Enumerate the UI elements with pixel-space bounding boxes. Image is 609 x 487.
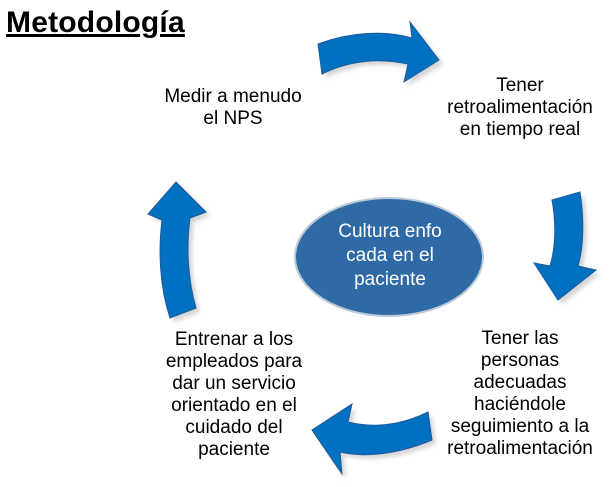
center-line: Cultura enfo	[338, 221, 442, 242]
right-arrow-icon	[532, 191, 600, 304]
center-circle	[294, 197, 484, 317]
step-line: haciéndole	[474, 394, 566, 415]
step-line: dar un servicio	[172, 373, 296, 394]
center-label: Cultura enfo cada en el paciente	[296, 220, 484, 292]
step-realtime-feedback: Tener retroalimentación en tiempo real	[432, 75, 608, 141]
step-line: Tener las	[481, 328, 559, 349]
center-line: paciente	[354, 269, 426, 290]
step-line: en tiempo real	[459, 119, 581, 140]
step-line: orientado en el	[171, 395, 297, 416]
center-line: cada en el	[346, 245, 434, 266]
step-line: retroalimentación	[447, 438, 593, 459]
step-line: seguimiento a la	[450, 416, 590, 437]
step-train-employees: Entrenar a los empleados para dar un ser…	[136, 329, 332, 461]
step-line: Entrenar a los	[174, 329, 294, 350]
step-line: el NPS	[203, 108, 263, 129]
step-line: paciente	[198, 439, 270, 460]
page-title: Metodología	[6, 6, 185, 39]
left-arrow-icon	[147, 181, 210, 322]
top-arrow-icon	[317, 20, 443, 86]
bottom-arrow-icon	[311, 402, 436, 478]
step-line: Tener	[496, 75, 544, 96]
step-line: retroalimentación	[447, 97, 593, 118]
step-line: Medir a menudo	[164, 86, 302, 107]
step-right-people-followup: Tener las personas adecuadas haciéndole …	[432, 328, 608, 460]
step-line: adecuadas	[473, 372, 567, 393]
step-measure-nps: Medir a menudo el NPS	[148, 86, 318, 130]
step-line: cuidado del	[185, 417, 283, 438]
step-line: personas	[480, 350, 560, 371]
step-line: empleados para	[165, 351, 303, 372]
